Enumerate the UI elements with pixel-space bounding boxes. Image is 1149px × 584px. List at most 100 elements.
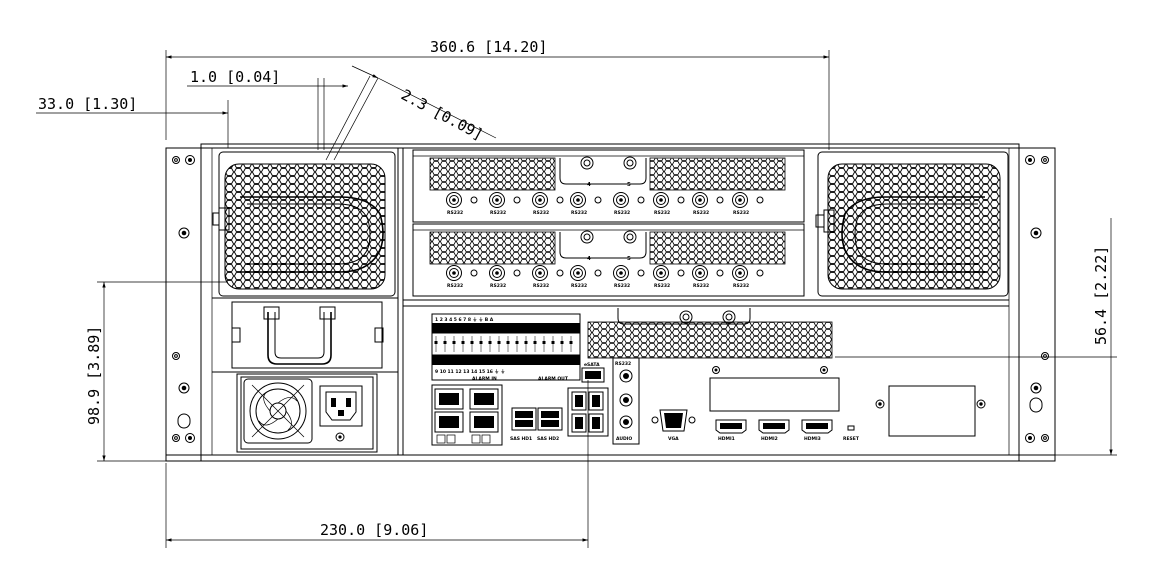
usb-port-icon (571, 413, 587, 433)
esata-label: eSATA (584, 362, 600, 368)
bnc-connector-icon: RS232 (732, 192, 764, 216)
hdmi2-label: HDMI2 (761, 436, 778, 442)
rs232-label: RS232 (733, 210, 749, 216)
screw-icon (679, 310, 693, 324)
dimension-gap-1: 1.0 [0.04] (187, 68, 348, 150)
vga-port: VGA (651, 409, 696, 442)
card-number: 5 (627, 256, 631, 262)
handle-slot-icon (1029, 397, 1043, 413)
alarm-in-label: ALARM IN (472, 376, 497, 382)
card-number: 4 (587, 256, 591, 262)
dim-right-height-text: 56.4 [2.22] (1092, 246, 1110, 345)
dimension-gap-2: 2.3 [0.09] (325, 65, 497, 161)
alarm-terminal-block: 1 2 3 4 5 6 7 8 ⏚ ⏚ B A 9 10 11 12 13 14… (431, 313, 581, 382)
rs232-label: RS232 (614, 210, 630, 216)
handle-slot-icon (177, 413, 191, 429)
power-supply-handle-section (231, 301, 384, 369)
screw-icon (1041, 352, 1049, 360)
jack-icon (619, 369, 633, 383)
screw-icon (172, 434, 180, 442)
bnc-connector-icon: RS232 (613, 265, 645, 289)
rs232-label: RS232 (654, 210, 670, 216)
rs232-label: RS232 (533, 210, 549, 216)
rj45-port-icon (469, 388, 499, 410)
audio-label: AUDIO (616, 436, 632, 442)
bnc-connector-icon: RS232 (446, 265, 478, 289)
usb-port-icon (588, 413, 604, 433)
dim-gap-1-text: 1.0 [0.04] (190, 68, 280, 86)
io-panel: 1 2 3 4 5 6 7 8 ⏚ ⏚ B A 9 10 11 12 13 14… (431, 308, 986, 446)
hdmi1-label: HDMI1 (718, 436, 735, 442)
rs232-label: RS232 (733, 283, 749, 289)
dim-left-height-text: 98.9 [3.89] (85, 326, 103, 425)
bnc-connector-icon: RS232 (532, 265, 564, 289)
psu-fan-icon (243, 378, 313, 444)
card-number: 4 (587, 182, 591, 188)
chassis (165, 143, 1056, 462)
sas-hd1-label: SAS HD1 (510, 436, 532, 442)
bnc-connector-icon: RS232 (489, 265, 521, 289)
hdmi-port-icon (758, 419, 790, 434)
alarm-bottom-numbers: 9 10 11 12 13 14 15 16 ⏚ ⏚ (435, 368, 505, 375)
bnc-connector-icon: RS232 (653, 192, 685, 216)
rs232-label: RS232 (654, 283, 670, 289)
ear-screws (172, 155, 1049, 443)
rs232-label: RS232 (490, 210, 506, 216)
dimension-left-height: 98.9 [3.89] (85, 281, 228, 462)
blank-plate (875, 385, 986, 437)
rj45-port-icon (434, 388, 464, 410)
power-supply-unit (236, 373, 378, 453)
vga-label: VGA (668, 436, 679, 442)
rs232-label: RS232 (447, 283, 463, 289)
screw-icon (580, 230, 594, 244)
bnc-connector-icon: RS232 (532, 192, 564, 216)
dimension-left-offset: 33.0 [1.30] (36, 95, 229, 148)
hdmi3-label: HDMI3 (804, 436, 821, 442)
jack-icon (619, 393, 633, 407)
screw-icon (623, 230, 637, 244)
screw-icon (1030, 382, 1042, 394)
ethernet-ports (431, 384, 503, 446)
bnc-connector-icon: RS232 (570, 192, 602, 216)
hdmi-port-icon (715, 419, 747, 434)
dim-gap-2-text: 2.3 [0.09] (398, 86, 486, 144)
power-inlet-icon (319, 385, 363, 427)
bnc-connector-icon: RS232 (570, 265, 602, 289)
sas-port-icon (511, 407, 537, 431)
rs232-audio-ports: RS232 AUDIO (612, 357, 640, 445)
expansion-slot (709, 366, 840, 412)
left-fan-module (212, 151, 396, 297)
sas-ports: SAS HD1 SAS HD2 (510, 407, 563, 442)
reset-label: RESET (843, 436, 860, 442)
sas-hd2-label: SAS HD2 (537, 436, 559, 442)
dimension-bottom-width: 230.0 [9.06] (165, 380, 589, 548)
bnc-connector-icon: RS232 (692, 192, 724, 216)
screw-icon (172, 352, 180, 360)
screw-icon (976, 399, 986, 409)
jack-icon (619, 415, 633, 429)
rs232-io-label: RS232 (615, 361, 631, 367)
right-fan-module (815, 151, 1009, 297)
screw-icon (1025, 433, 1035, 443)
rs232-label: RS232 (533, 283, 549, 289)
hdmi-ports: HDMI1 HDMI2 HDMI3 (715, 419, 833, 442)
screw-icon (335, 432, 345, 442)
rj45-port-icon (469, 411, 499, 433)
dim-overall-width-text: 360.6 [14.20] (430, 38, 547, 56)
rs232-label: RS232 (693, 283, 709, 289)
dim-bottom-width-text: 230.0 [9.06] (320, 521, 428, 539)
screw-icon (580, 156, 594, 170)
screw-icon (1030, 227, 1042, 239)
rs232-label: RS232 (693, 210, 709, 216)
usb-port-icon (571, 391, 587, 411)
screw-icon (1041, 434, 1049, 442)
sas-port-icon (537, 407, 563, 431)
alarm-out-label: ALARM OUT (538, 376, 569, 382)
screw-icon (178, 227, 190, 239)
screw-icon (712, 366, 720, 374)
screw-icon (178, 382, 190, 394)
screw-icon (172, 156, 180, 164)
